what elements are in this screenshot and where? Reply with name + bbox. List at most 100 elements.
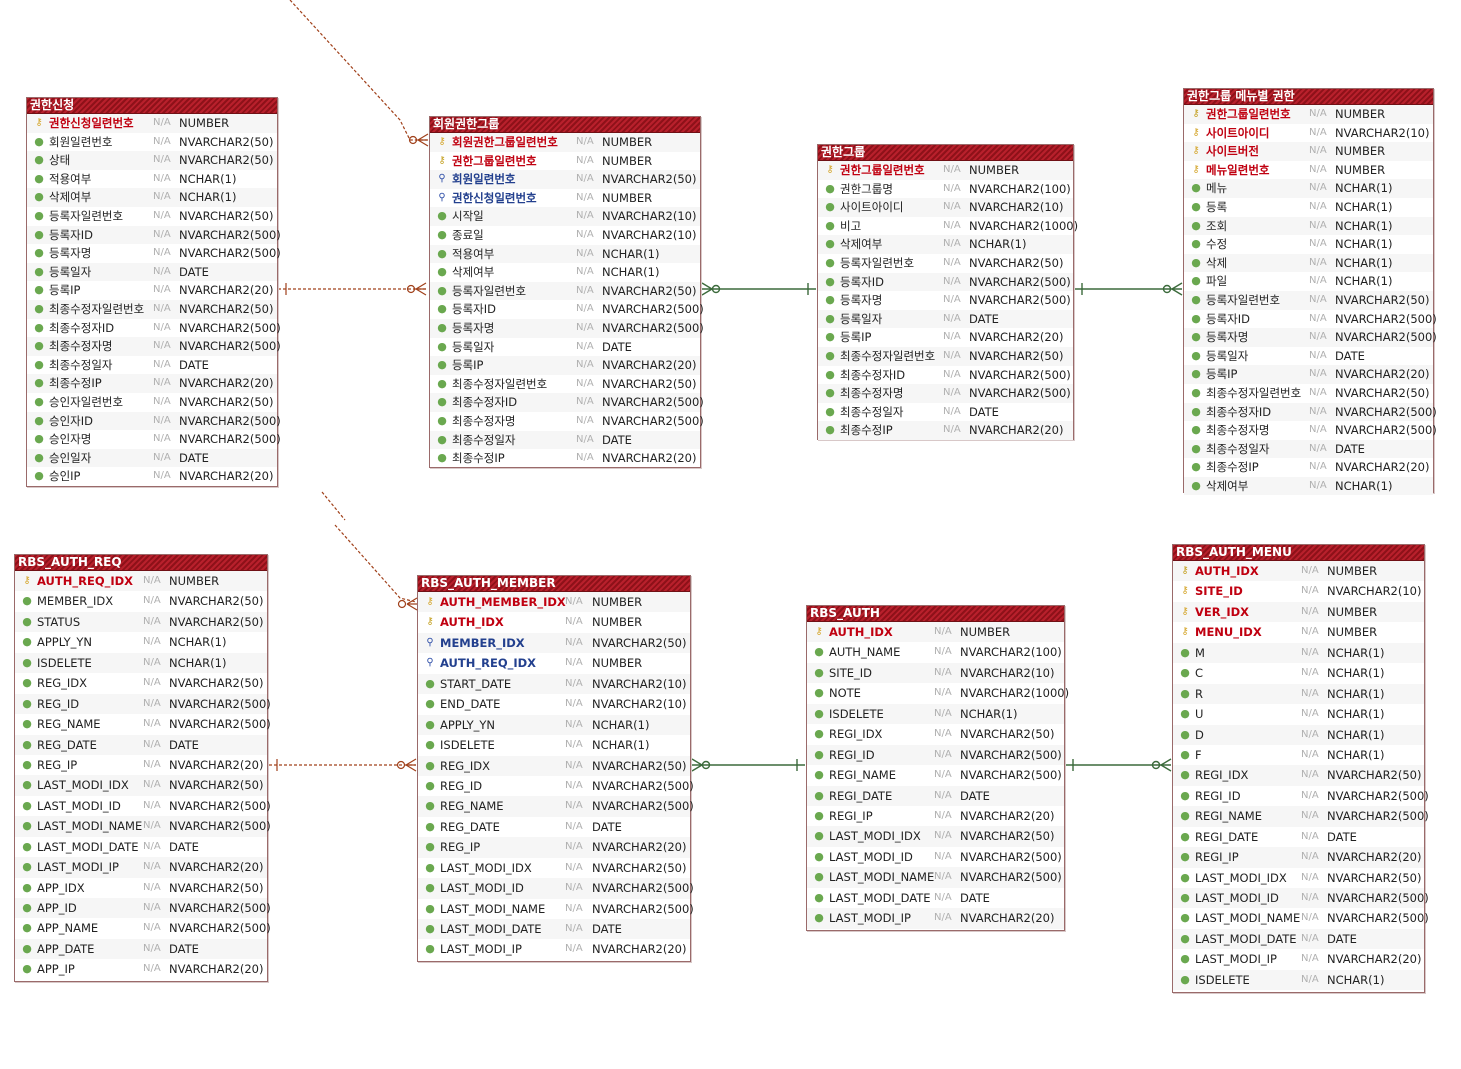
column-row[interactable]: ●등록자명N/ANVARCHAR2(500): [818, 291, 1073, 310]
column-row[interactable]: ●APP_DATEN/ADATE: [15, 938, 267, 960]
column-row[interactable]: ●REG_IDN/ANVARCHAR2(500): [15, 693, 271, 715]
entity-table[interactable]: 권한그룹 메뉴별 권한 ⚷권한그룹일련번호N/ANUMBER⚷사이트아이디N/A…: [1183, 88, 1437, 496]
column-row[interactable]: ⚷권한신청일련번호N/ANUMBER: [27, 114, 277, 133]
column-row[interactable]: ●최종수정IPN/ANVARCHAR2(20): [818, 421, 1073, 440]
column-row[interactable]: ●UN/ANCHAR(1): [1173, 704, 1424, 724]
column-row[interactable]: ⚷사이트아이디N/ANVARCHAR2(10): [1184, 124, 1433, 143]
column-row[interactable]: ⚷AUTH_REQ_IDXN/ANUMBER: [15, 571, 267, 592]
column-row[interactable]: ●등록일자N/ADATE: [1184, 347, 1433, 366]
column-row[interactable]: ●LAST_MODI_IPN/ANVARCHAR2(20): [807, 908, 1064, 929]
column-row[interactable]: ●파일N/ANCHAR(1): [1184, 272, 1433, 291]
column-row[interactable]: ●등록자명N/ANVARCHAR2(500): [27, 244, 281, 263]
column-row[interactable]: ●최종수정IPN/ANVARCHAR2(20): [1184, 458, 1433, 477]
column-row[interactable]: ●최종수정자일련번호N/ANVARCHAR2(50): [27, 299, 277, 319]
column-row[interactable]: ●최종수정자일련번호N/ANVARCHAR2(50): [1184, 384, 1433, 403]
column-row[interactable]: ●최종수정자명N/ANVARCHAR2(500): [1184, 421, 1437, 440]
column-row[interactable]: ●APPLY_YNN/ANCHAR(1): [418, 714, 690, 736]
column-row[interactable]: ●승인IPN/ANVARCHAR2(20): [27, 467, 277, 486]
column-row[interactable]: ●최종수정자일련번호N/ANVARCHAR2(50): [818, 346, 1073, 366]
column-row[interactable]: ●LAST_MODI_IDN/ANVARCHAR2(500): [1173, 888, 1429, 909]
column-row[interactable]: ●LAST_MODI_NAMEN/ANVARCHAR2(500): [15, 816, 271, 837]
column-row[interactable]: ●최종수정자IDN/ANVARCHAR2(500): [818, 366, 1073, 385]
column-row[interactable]: ●LAST_MODI_IPN/ANVARCHAR2(20): [15, 857, 267, 878]
column-row[interactable]: ●REG_DATEN/ADATE: [15, 734, 267, 755]
column-row[interactable]: ●메뉴N/ANCHAR(1): [1184, 179, 1433, 198]
column-row[interactable]: ●최종수정일자N/ADATE: [818, 403, 1073, 422]
column-row[interactable]: ⚷권한그룹일련번호N/ANUMBER: [1184, 105, 1433, 124]
column-row[interactable]: ●SITE_IDN/ANVARCHAR2(10): [807, 662, 1064, 684]
column-row[interactable]: ⚷권한그룹일련번호N/ANUMBER: [818, 161, 1073, 180]
column-row[interactable]: ⚷메뉴일련번호N/ANUMBER: [1184, 161, 1433, 180]
column-row[interactable]: ●REGI_IDXN/ANVARCHAR2(50): [807, 724, 1064, 744]
column-row[interactable]: ⚷AUTH_IDXN/ANUMBER: [418, 612, 690, 632]
column-row[interactable]: ●시작일N/ANVARCHAR2(10): [430, 207, 700, 226]
column-row[interactable]: ●LAST_MODI_IDXN/ANVARCHAR2(50): [418, 858, 690, 878]
column-row[interactable]: ●등록자일련번호N/ANVARCHAR2(50): [27, 207, 277, 226]
entity-table[interactable]: 회원권한그룹 ⚷회원권한그룹일련번호N/ANUMBER⚷권한그룹일련번호N/AN…: [429, 116, 704, 468]
column-row[interactable]: ⚷AUTH_IDXN/ANUMBER: [807, 622, 1064, 643]
column-row[interactable]: ●REG_IPN/ANVARCHAR2(20): [418, 837, 690, 858]
column-row[interactable]: ●APPLY_YNN/ANCHAR(1): [15, 632, 267, 652]
column-row[interactable]: ●최종수정자명N/ANVARCHAR2(500): [818, 384, 1073, 403]
column-row[interactable]: ●승인일자N/ADATE: [27, 448, 277, 468]
column-row[interactable]: ●등록일자N/ADATE: [818, 309, 1073, 329]
column-row[interactable]: ●LAST_MODI_IDN/ANVARCHAR2(500): [807, 847, 1064, 867]
column-row[interactable]: ●최종수정일자N/ADATE: [27, 356, 277, 375]
column-row[interactable]: ●비고N/ANVARCHAR2(1000): [818, 217, 1078, 236]
column-row[interactable]: ●APP_IDN/ANVARCHAR2(500): [15, 898, 271, 919]
column-row[interactable]: ●REG_IDXN/ANVARCHAR2(50): [418, 755, 690, 776]
column-row[interactable]: ●최종수정IPN/ANVARCHAR2(20): [27, 374, 277, 393]
column-row[interactable]: ●LAST_MODI_DATEN/ADATE: [15, 837, 267, 857]
column-row[interactable]: ⚲회원일련번호N/ANVARCHAR2(50): [430, 170, 700, 189]
column-row[interactable]: ●LAST_MODI_NAMEN/ANVARCHAR2(500): [1173, 908, 1429, 928]
column-row[interactable]: ●권한그룹명N/ANVARCHAR2(100): [818, 180, 1073, 199]
column-row[interactable]: ●적용여부N/ANCHAR(1): [27, 170, 277, 189]
column-row[interactable]: ●FN/ANCHAR(1): [1173, 745, 1424, 765]
column-row[interactable]: ●최종수정IPN/ANVARCHAR2(20): [430, 449, 700, 468]
column-row[interactable]: ⚷MENU_IDXN/ANUMBER: [1173, 622, 1424, 642]
column-row[interactable]: ●REG_DATEN/ADATE: [418, 817, 690, 837]
column-row[interactable]: ●최종수정자IDN/ANVARCHAR2(500): [27, 319, 281, 338]
column-row[interactable]: ●REG_IDN/ANVARCHAR2(500): [418, 776, 694, 796]
column-row[interactable]: ●최종수정자명N/ANVARCHAR2(500): [27, 337, 281, 356]
column-row[interactable]: ●사이트아이디N/ANVARCHAR2(10): [818, 198, 1073, 217]
column-row[interactable]: ●등록자명N/ANVARCHAR2(500): [1184, 328, 1437, 347]
column-row[interactable]: ●LAST_MODI_DATEN/ADATE: [418, 919, 690, 940]
column-row[interactable]: ●LAST_MODI_NAMEN/ANVARCHAR2(500): [418, 899, 694, 919]
column-row[interactable]: ●등록일자N/ADATE: [27, 262, 277, 282]
column-row[interactable]: ●REGI_IPN/ANVARCHAR2(20): [1173, 847, 1424, 868]
column-row[interactable]: ●CN/ANCHAR(1): [1173, 663, 1424, 683]
entity-table[interactable]: 권한그룹 ⚷권한그룹일련번호N/ANUMBER●권한그룹명N/ANVARCHAR…: [817, 144, 1078, 440]
column-row[interactable]: ●REG_IDXN/ANVARCHAR2(50): [15, 673, 267, 693]
column-row[interactable]: ⚷사이트버전N/ANUMBER: [1184, 142, 1433, 161]
column-row[interactable]: ●LAST_MODI_IDN/ANVARCHAR2(500): [418, 878, 694, 899]
column-row[interactable]: ●등록IPN/ANVARCHAR2(20): [818, 328, 1073, 347]
column-row[interactable]: ●승인자IDN/ANVARCHAR2(500): [27, 411, 281, 431]
column-row[interactable]: ●MEMBER_IDXN/ANVARCHAR2(50): [15, 591, 267, 611]
column-row[interactable]: ●등록자IDN/ANVARCHAR2(500): [27, 225, 281, 245]
column-row[interactable]: ●DN/ANCHAR(1): [1173, 724, 1424, 745]
column-row[interactable]: ●END_DATEN/ANVARCHAR2(10): [418, 694, 690, 714]
column-row[interactable]: ●등록자IDN/ANVARCHAR2(500): [818, 272, 1073, 292]
column-row[interactable]: ●삭제N/ANCHAR(1): [1184, 253, 1433, 273]
column-row[interactable]: ⚷권한그룹일련번호N/ANUMBER: [430, 152, 700, 171]
column-row[interactable]: ●LAST_MODI_IPN/ANVARCHAR2(20): [418, 939, 690, 959]
column-row[interactable]: ●REGI_NAMEN/ANVARCHAR2(500): [1173, 806, 1429, 827]
column-row[interactable]: ●승인자일련번호N/ANVARCHAR2(50): [27, 393, 277, 412]
column-row[interactable]: ●LAST_MODI_IPN/ANVARCHAR2(20): [1173, 949, 1424, 969]
column-row[interactable]: ●LAST_MODI_IDXN/ANVARCHAR2(50): [1173, 868, 1424, 888]
column-row[interactable]: ●NOTEN/ANVARCHAR2(1000): [807, 683, 1069, 703]
column-row[interactable]: ●APP_IPN/ANVARCHAR2(20): [15, 959, 267, 979]
column-row[interactable]: ⚲권한신청일련번호N/ANUMBER: [430, 189, 700, 208]
column-row[interactable]: ●등록일자N/ADATE: [430, 338, 700, 357]
column-row[interactable]: ●REGI_IDN/ANVARCHAR2(500): [807, 744, 1064, 766]
column-row[interactable]: ⚲AUTH_REQ_IDXN/ANUMBER: [418, 653, 690, 673]
column-row[interactable]: ●등록IPN/ANVARCHAR2(20): [1184, 365, 1433, 384]
column-row[interactable]: ●회원일련번호N/ANVARCHAR2(50): [27, 133, 277, 152]
column-row[interactable]: ●LAST_MODI_DATEN/ADATE: [1173, 928, 1424, 950]
column-row[interactable]: ●REGI_IPN/ANVARCHAR2(20): [807, 806, 1064, 826]
column-row[interactable]: ●최종수정일자N/ADATE: [1184, 439, 1433, 459]
column-row[interactable]: ●등록자IDN/ANVARCHAR2(500): [430, 300, 704, 319]
column-row[interactable]: ●REGI_DATEN/ADATE: [1173, 827, 1424, 847]
column-row[interactable]: ●START_DATEN/ANVARCHAR2(10): [418, 673, 690, 695]
